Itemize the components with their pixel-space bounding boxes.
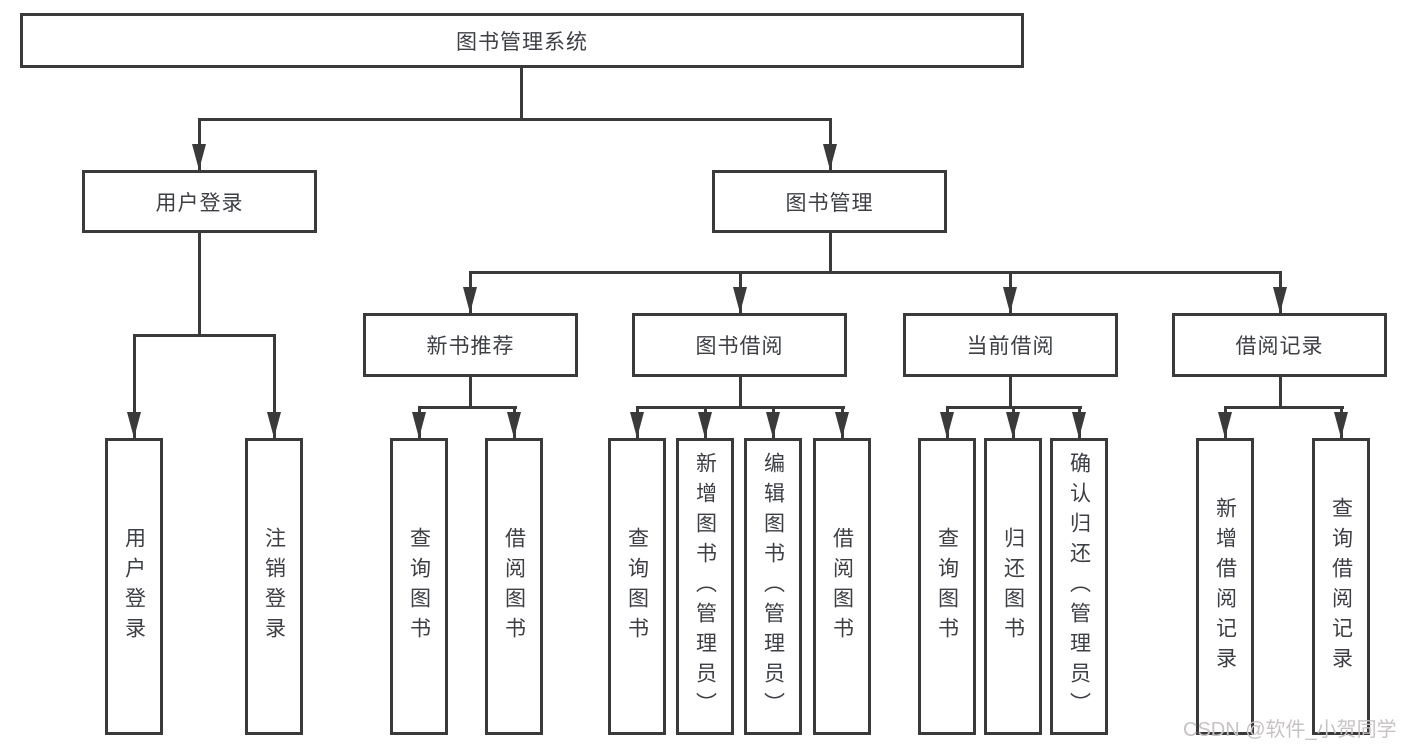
arrowhead-down-icon	[463, 287, 477, 313]
node-book-borrow-label: 图书借阅	[695, 335, 784, 358]
arrowhead-down-icon	[412, 412, 426, 438]
connector-line-horizontal	[946, 406, 1082, 409]
connector-line-vertical	[520, 66, 523, 118]
connector-line-vertical	[198, 233, 201, 336]
leaf-query-borrow-record-label: 查询借阅记录	[1329, 496, 1353, 677]
connector-line-horizontal	[636, 406, 845, 409]
arrowhead-down-icon	[733, 287, 747, 313]
leaf-logout: 注销登录	[245, 438, 303, 735]
node-book-borrow: 图书借阅	[632, 313, 847, 377]
arrowhead-down-icon	[835, 412, 849, 438]
arrowhead-down-icon	[766, 412, 780, 438]
csdn-watermark: CSDN @软件_小贺同学	[1183, 719, 1397, 741]
arrowhead-down-icon	[698, 412, 712, 438]
arrowhead-down-icon	[630, 412, 644, 438]
node-book-management-label: 图书管理	[785, 191, 874, 215]
leaf-edit-book-admin-label: 编辑图书（管理员）	[761, 451, 785, 722]
leaf-query-books-borrow-label: 查询图书	[625, 526, 649, 647]
connector-line-horizontal	[198, 118, 832, 121]
arrowhead-down-icon	[507, 412, 521, 438]
arrowhead-down-icon	[267, 412, 281, 438]
leaf-borrow-books-recommend: 借阅图书	[485, 438, 543, 735]
arrowhead-down-icon	[1006, 412, 1020, 438]
arrowhead-down-icon	[1273, 287, 1287, 313]
leaf-query-books-current-label: 查询图书	[935, 526, 959, 647]
connector-line-vertical	[739, 377, 742, 408]
connector-line-vertical	[133, 336, 136, 438]
node-new-book-recommend-label: 新书推荐	[426, 335, 515, 358]
arrowhead-down-icon	[1003, 287, 1017, 313]
leaf-confirm-return-admin-label: 确认归还（管理员）	[1067, 451, 1091, 722]
leaf-query-books-current: 查询图书	[918, 438, 976, 735]
node-borrow-records: 借阅记录	[1172, 313, 1387, 377]
leaf-return-book: 归还图书	[984, 438, 1042, 735]
leaf-query-books-recommend: 查询图书	[390, 438, 448, 735]
leaf-query-books-recommend-label: 查询图书	[407, 526, 431, 647]
connector-line-horizontal	[1224, 406, 1344, 409]
leaf-add-borrow-record: 新增借阅记录	[1196, 438, 1254, 735]
arrowhead-down-icon	[940, 412, 954, 438]
connector-line-horizontal	[133, 334, 276, 337]
arrowhead-down-icon	[823, 144, 837, 170]
leaf-return-book-label: 归还图书	[1001, 526, 1025, 647]
connector-line-vertical	[469, 377, 472, 408]
connector-line-horizontal	[469, 271, 1282, 274]
arrowhead-down-icon	[127, 412, 141, 438]
leaf-user-login-label: 用户登录	[122, 526, 146, 647]
leaf-query-books-borrow: 查询图书	[608, 438, 666, 735]
arrowhead-down-icon	[192, 144, 206, 170]
leaf-add-book-admin: 新增图书（管理员）	[676, 438, 734, 735]
connector-line-vertical	[1279, 377, 1282, 408]
node-borrow-records-label: 借阅记录	[1235, 335, 1324, 358]
connector-line-vertical	[829, 233, 832, 273]
leaf-user-login: 用户登录	[105, 438, 163, 735]
leaf-borrow-books-recommend-label: 借阅图书	[502, 526, 526, 647]
connector-line-vertical	[273, 336, 276, 438]
leaf-logout-label: 注销登录	[262, 526, 286, 647]
node-system-root: 图书管理系统	[20, 13, 1024, 68]
arrowhead-down-icon	[1072, 412, 1086, 438]
connector-line-horizontal	[418, 406, 517, 409]
node-user-login-label: 用户登录	[155, 191, 244, 215]
leaf-query-borrow-record: 查询借阅记录	[1312, 438, 1370, 735]
connector-line-vertical	[1009, 377, 1012, 408]
leaf-borrow-books: 借阅图书	[813, 438, 871, 735]
arrowhead-down-icon	[1334, 412, 1348, 438]
arrowhead-down-icon	[1218, 412, 1232, 438]
leaf-confirm-return-admin: 确认归还（管理员）	[1050, 438, 1108, 735]
leaf-add-book-admin-label: 新增图书（管理员）	[693, 451, 717, 722]
node-user-login: 用户登录	[82, 170, 317, 233]
node-new-book-recommend: 新书推荐	[363, 313, 578, 377]
node-current-borrow-label: 当前借阅	[966, 335, 1055, 358]
leaf-edit-book-admin: 编辑图书（管理员）	[744, 438, 802, 735]
node-system-root-label: 图书管理系统	[456, 30, 588, 54]
node-book-management: 图书管理	[712, 170, 947, 233]
node-current-borrow: 当前借阅	[903, 313, 1118, 377]
leaf-add-borrow-record-label: 新增借阅记录	[1213, 496, 1237, 677]
leaf-borrow-books-label: 借阅图书	[830, 526, 854, 647]
